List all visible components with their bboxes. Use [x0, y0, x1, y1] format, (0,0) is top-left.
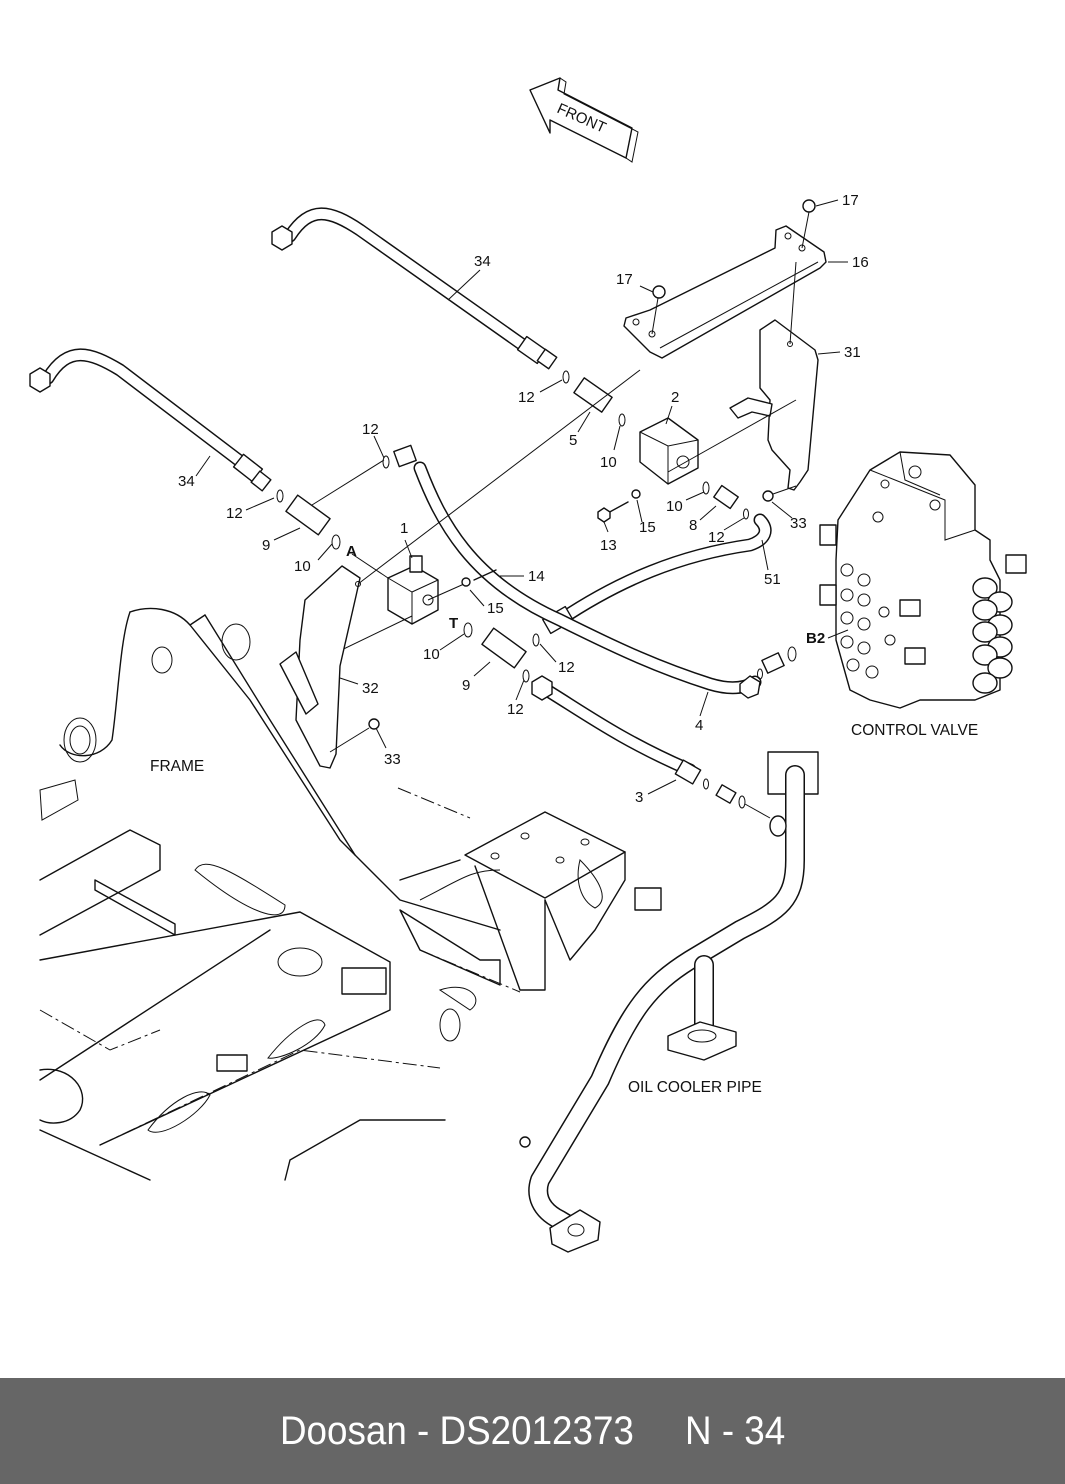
callout-31: 31	[844, 344, 861, 361]
callout-9: 9	[462, 677, 470, 694]
callout-12: 12	[507, 701, 524, 718]
callout-3: 3	[635, 789, 643, 806]
port-label-t: T	[449, 615, 458, 632]
exploded-view-drawing: FRONT	[29, 77, 1027, 1253]
port-label-a: A	[346, 543, 357, 560]
bolt-13	[597, 489, 641, 523]
control-valve	[819, 451, 1027, 709]
hose-34-lower	[29, 348, 272, 492]
callout-5: 5	[569, 432, 577, 449]
callout-1: 1	[400, 520, 408, 537]
bolt-33-upper	[762, 485, 797, 502]
callout-12: 12	[362, 421, 379, 438]
connector-9-upper	[276, 459, 385, 550]
callout-51: 51	[764, 571, 781, 588]
hose-3	[531, 675, 771, 819]
callout-12: 12	[226, 505, 243, 522]
hose-34-upper	[271, 207, 558, 370]
hose-51	[542, 513, 772, 635]
hose-4	[382, 444, 797, 699]
callout-34: 34	[178, 473, 195, 490]
callout-8: 8	[689, 517, 697, 534]
reference-lines	[397, 787, 521, 993]
port-label-b2: B2	[806, 630, 825, 647]
callout-34: 34	[474, 253, 491, 270]
callout-leaders	[195, 199, 849, 795]
callout-9: 9	[262, 537, 270, 554]
callout-16: 16	[852, 254, 869, 271]
callout-13: 13	[600, 537, 617, 554]
frame	[39, 607, 501, 1181]
oil-cooler-pipe	[519, 751, 819, 1253]
callout-32: 32	[362, 680, 379, 697]
callout-33: 33	[790, 515, 807, 532]
callout-2: 2	[671, 389, 679, 406]
front-arrow-icon: FRONT	[529, 77, 639, 163]
control-valve-ports	[840, 563, 896, 679]
bracket-32	[279, 369, 641, 769]
center-support	[399, 811, 662, 1042]
valve-block-1	[299, 553, 497, 671]
footer-part-reference: Doosan - DS2012373 N - 34	[279, 1408, 786, 1453]
oil-cooler-pipe-label: OIL COOLER PIPE	[628, 1079, 762, 1096]
callout-14: 14	[528, 568, 545, 585]
connector-9-lower	[463, 622, 540, 683]
callout-labels: 17 17 16 31 34 34 12 12 12 12 12 12 2 5 …	[150, 192, 978, 1096]
callout-10: 10	[600, 454, 617, 471]
callout-12: 12	[518, 389, 535, 406]
callout-33: 33	[384, 751, 401, 768]
control-valve-label: CONTROL VALVE	[851, 722, 978, 739]
fitting-8	[702, 481, 749, 520]
bracket-31	[729, 261, 819, 491]
callout-10: 10	[423, 646, 440, 663]
bolt-17-upper	[801, 199, 816, 249]
callout-12: 12	[708, 529, 725, 546]
callout-12: 12	[558, 659, 575, 676]
callout-15: 15	[487, 600, 504, 617]
control-valve-spools	[972, 577, 1013, 694]
parts-diagram: FRONT	[29, 77, 1027, 1253]
callout-17: 17	[616, 271, 633, 288]
callout-15: 15	[639, 519, 656, 536]
bracket-16	[623, 225, 827, 359]
callout-17: 17	[842, 192, 859, 209]
valve-block-2	[618, 399, 797, 485]
frame-label: FRAME	[150, 758, 204, 775]
callout-4: 4	[695, 717, 703, 734]
callout-10: 10	[666, 498, 683, 515]
bolt-17-lower	[651, 285, 666, 335]
callout-10: 10	[294, 558, 311, 575]
footer-bar: Doosan - DS2012373 N - 34	[0, 1378, 1065, 1484]
connector-5	[562, 370, 613, 413]
